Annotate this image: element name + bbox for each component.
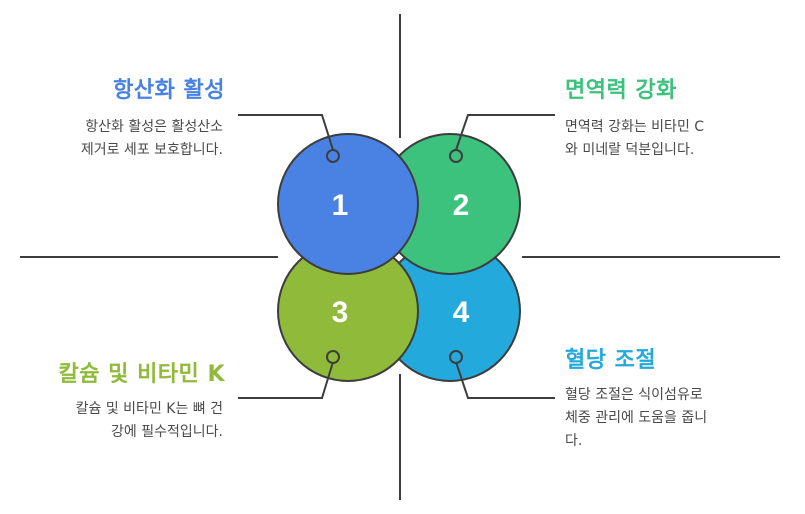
desc-q1: 항산화 활성은 활성산소 제거로 세포 보호합니다. bbox=[81, 116, 223, 162]
title-q2: 면역력 강화 bbox=[565, 78, 677, 103]
desc-q1-line-2: 제거로 세포 보호합니다. bbox=[80, 142, 223, 158]
desc-q4: 혈당 조절은 식이섬유로 체중 관리에 도움을 줍니 다. bbox=[565, 384, 707, 453]
connector-dot-q2 bbox=[449, 149, 463, 163]
connector-dot-q1 bbox=[326, 149, 340, 163]
connector-q4 bbox=[455, 361, 555, 399]
circle-number-1: 1 bbox=[332, 189, 349, 222]
desc-q3-line-1: 칼슘 및 비타민 K는 뼈 건 bbox=[75, 401, 223, 417]
desc-q2-line-1: 면역력 강화는 비타민 C bbox=[565, 119, 705, 135]
connector-q1 bbox=[238, 114, 334, 151]
circle-q1 bbox=[277, 133, 419, 275]
desc-q4-line-3: 다. bbox=[565, 433, 583, 449]
desc-q2: 면역력 강화는 비타민 C 와 미네랄 덕분입니다. bbox=[565, 116, 704, 162]
circle-number-2: 2 bbox=[453, 189, 470, 222]
title-q3: 칼슘 및 비타민 K bbox=[58, 362, 225, 387]
desc-q3: 칼슘 및 비타민 K는 뼈 건 강에 필수적입니다. bbox=[76, 398, 223, 444]
desc-q1-line-1: 항산화 활성은 활성산소 bbox=[85, 119, 223, 135]
connector-q3 bbox=[238, 361, 334, 399]
circle-number-3: 3 bbox=[332, 296, 349, 329]
desc-q3-line-2: 강에 필수적입니다. bbox=[111, 424, 223, 440]
circle-number-4: 4 bbox=[453, 296, 470, 329]
desc-q4-line-1: 혈당 조절은 식이섬유로 bbox=[565, 387, 703, 403]
connector-dot-q3 bbox=[326, 350, 340, 364]
title-q4: 혈당 조절 bbox=[565, 348, 657, 373]
desc-q2-line-2: 와 미네랄 덕분입니다. bbox=[565, 142, 695, 158]
connector-q2 bbox=[455, 114, 555, 151]
connector-dot-q4 bbox=[449, 350, 463, 364]
desc-q4-line-2: 체중 관리에 도움을 줍니 bbox=[565, 410, 708, 426]
title-q1: 항산화 활성 bbox=[113, 78, 225, 103]
